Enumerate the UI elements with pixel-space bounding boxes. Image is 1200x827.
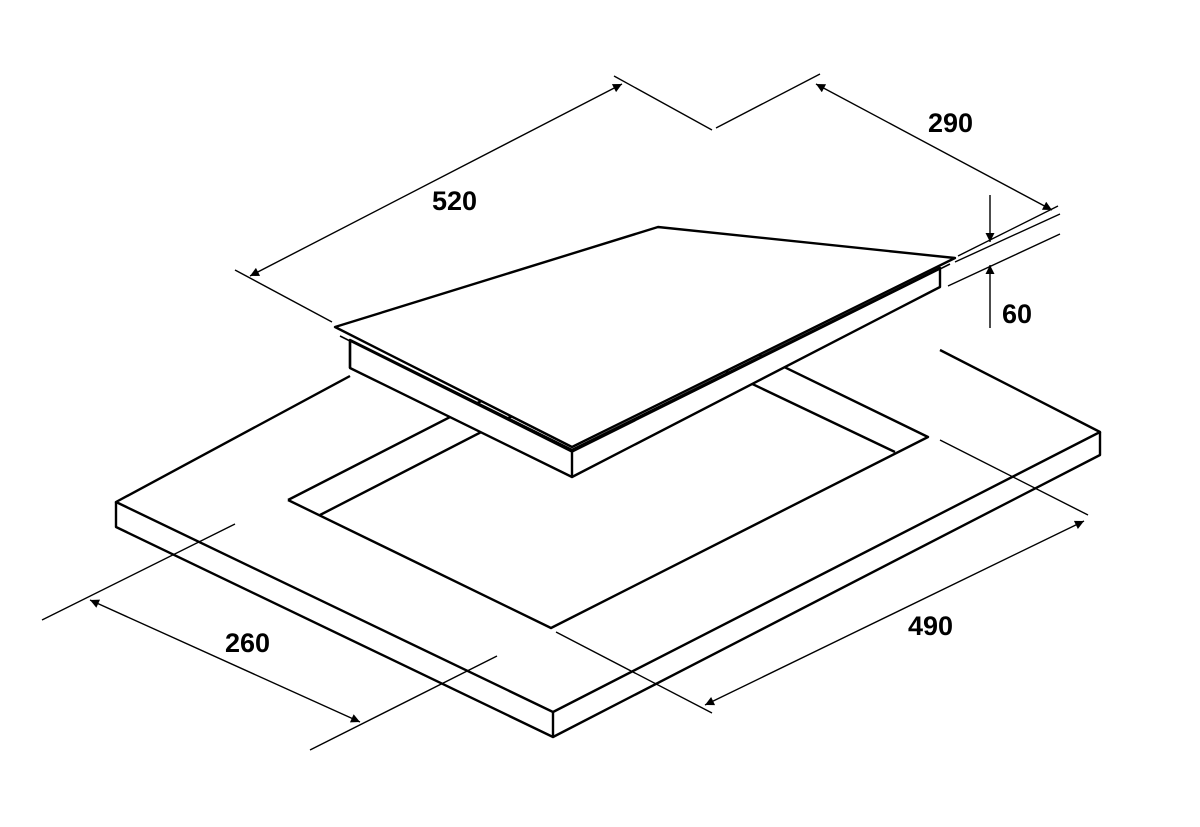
label-hob-height: 60 <box>1002 299 1033 329</box>
label-hob-depth: 290 <box>928 108 974 138</box>
label-hob-width: 520 <box>432 186 478 216</box>
dimension-520 <box>234 75 713 323</box>
dimension-490 <box>555 439 1089 714</box>
dimension-290 <box>715 73 1059 257</box>
countertop <box>114 348 1102 739</box>
label-cutout-depth: 260 <box>225 628 271 658</box>
dimension-260 <box>41 523 498 751</box>
dimension-60 <box>947 195 1061 328</box>
label-cutout-width: 490 <box>908 611 954 641</box>
hob <box>333 225 957 479</box>
